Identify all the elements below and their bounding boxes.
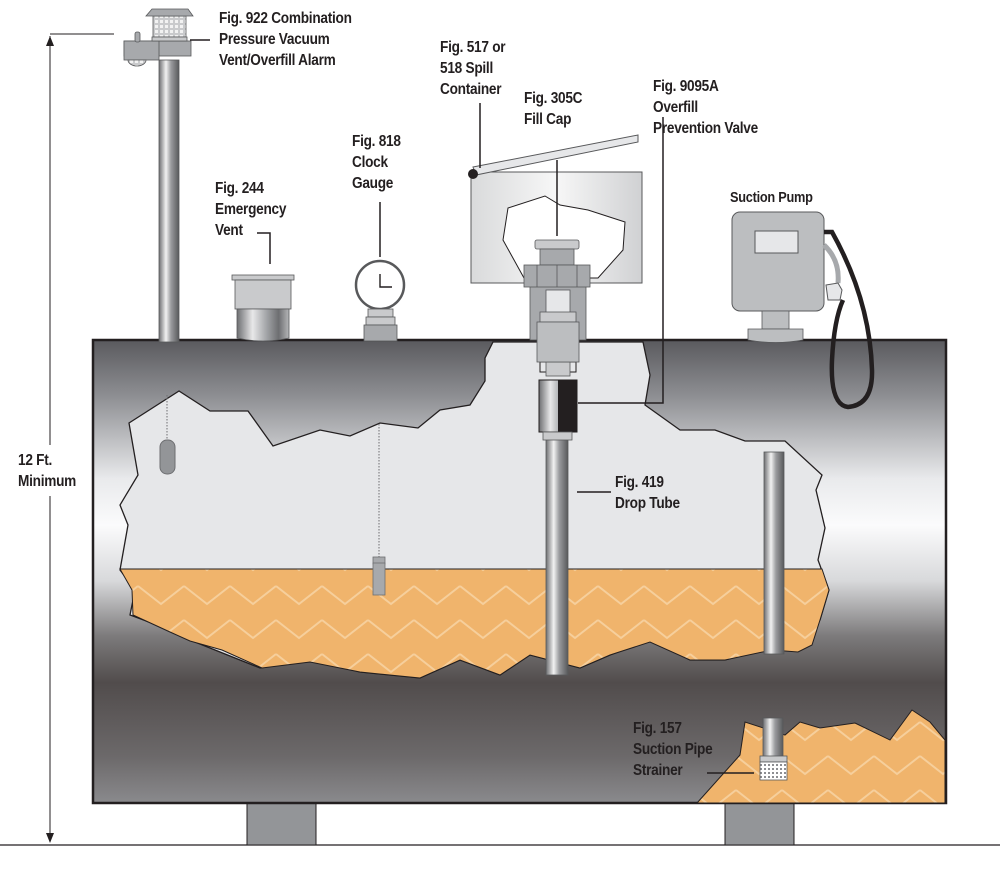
- label-line: Container: [440, 81, 502, 98]
- suction-pump: [731, 211, 825, 312]
- arrow-up-icon: [46, 36, 54, 46]
- label-line: Strainer: [633, 762, 683, 779]
- pump-display: [754, 230, 799, 254]
- label-fill-cap: Fig. 305C Fill Cap: [524, 88, 583, 130]
- spill-lid-hinge: [468, 169, 478, 179]
- label-line: Minimum: [18, 473, 77, 490]
- label-line: Vent: [215, 222, 243, 239]
- spill-container-lid: [472, 134, 639, 176]
- label-overfill-valve: Fig. 9095A Overfill Prevention Valve: [653, 76, 758, 139]
- label-line: Fig. 244: [215, 180, 264, 197]
- emergency-vent: [236, 308, 290, 342]
- label-line: Suction Pump: [730, 190, 813, 206]
- label-line: Fill Cap: [524, 111, 572, 128]
- label-line: Overfill: [653, 99, 698, 116]
- spill-container-cutaway: [502, 195, 626, 279]
- label-drop-tube: Fig. 419 Drop Tube: [615, 472, 680, 514]
- fill-cap: [534, 239, 580, 250]
- label-line: Fig. 419: [615, 474, 664, 491]
- label-line: Drop Tube: [615, 495, 680, 512]
- label-line: 518 Spill: [440, 60, 493, 77]
- label-line: Fig. 922 Combination: [219, 10, 352, 27]
- fuel-level: [119, 568, 830, 679]
- tank-support-left: [246, 802, 317, 846]
- arrow-down-icon: [46, 833, 54, 843]
- label-line: Fig. 157: [633, 720, 682, 737]
- label-emergency-vent: Fig. 244 Emergency Vent: [215, 178, 286, 241]
- label-line: Vent/Overfill Alarm: [219, 52, 336, 69]
- label-line: 12 Ft.: [18, 452, 53, 469]
- suction-pipe-lower: [762, 717, 784, 759]
- label-line: Prevention Valve: [653, 120, 758, 137]
- label-line: Pressure Vacuum: [219, 31, 330, 48]
- label-line: Gauge: [352, 175, 394, 192]
- tank-support-right: [724, 802, 795, 846]
- pump-nozzle: [825, 282, 843, 301]
- label-suction-pump: Suction Pump: [730, 188, 813, 209]
- emergency-vent-leader: [257, 232, 271, 264]
- pump-hose: [824, 229, 875, 410]
- label-line: Emergency: [215, 201, 287, 218]
- label-spill-container: Fig. 517 or 518 Spill Container: [440, 37, 506, 100]
- label-line: Fig. 818: [352, 133, 401, 150]
- gauge-float: [372, 562, 386, 596]
- fuel-bottom-cutaway: [695, 709, 946, 804]
- suction-strainer: [759, 761, 788, 781]
- vent-pipe: [158, 59, 180, 343]
- label-line: Fig. 9095A: [653, 78, 719, 95]
- drop-tube: [545, 431, 569, 676]
- suction-pipe-upper: [763, 451, 785, 655]
- float-left: [159, 439, 176, 475]
- label-line: Clock: [352, 154, 388, 171]
- label-clock-gauge: Fig. 818 Clock Gauge: [352, 131, 401, 194]
- label-line: Suction Pipe: [633, 741, 713, 758]
- overfill-valve-leader: [578, 117, 664, 404]
- label-vent-alarm: Fig. 922 Combination Pressure Vacuum Ven…: [219, 8, 352, 71]
- label-line: Fig. 517 or: [440, 39, 506, 56]
- label-strainer: Fig. 157 Suction Pipe Strainer: [633, 718, 713, 781]
- label-line: Fig. 305C: [524, 90, 583, 107]
- label-height-dimension: 12 Ft. Minimum: [18, 450, 76, 492]
- vent-alarm: [152, 15, 187, 38]
